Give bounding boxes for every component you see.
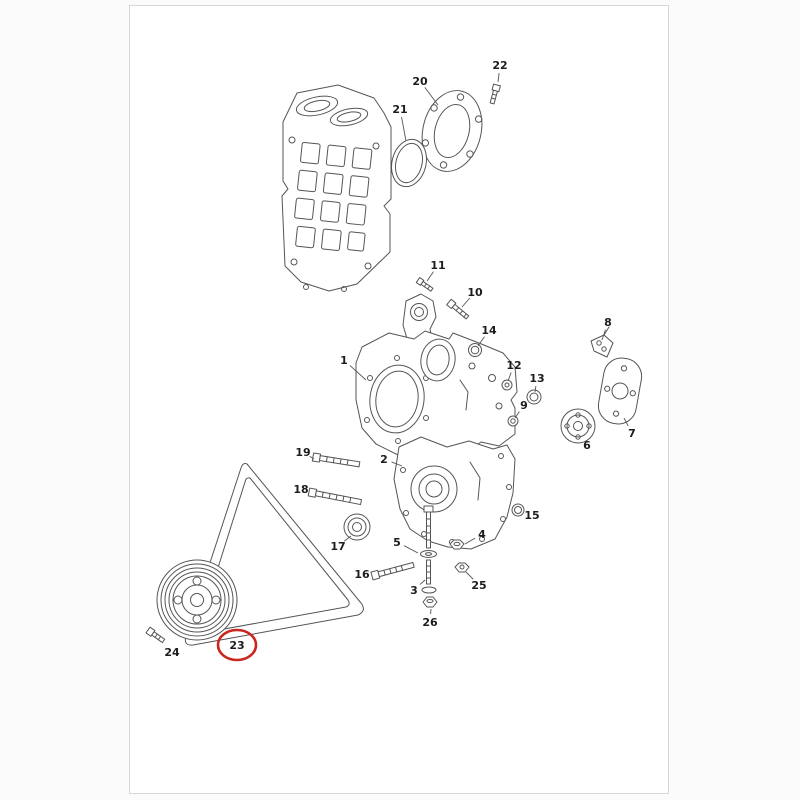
callout-label-12: 12 [506, 359, 521, 372]
callout-leader [419, 579, 426, 585]
callout-label-7: 7 [628, 427, 636, 440]
callout-label-23: 23 [229, 639, 244, 652]
highlight-circle [216, 628, 258, 662]
bolt-22-art [489, 83, 501, 105]
callout-label-8: 8 [604, 316, 612, 329]
callout-label-24: 24 [164, 646, 180, 659]
bracket-8-art [590, 326, 614, 358]
seal-ring-21-art [391, 138, 427, 188]
callout-label-25: 25 [471, 579, 486, 592]
callout-leader [403, 545, 419, 554]
crank-pulley-art [156, 559, 238, 641]
callout-leader [623, 417, 629, 427]
callout-leader [497, 72, 500, 83]
callout-leader [514, 411, 520, 419]
callout-leader [426, 271, 434, 282]
callout-label-6: 6 [583, 439, 591, 452]
callout-label-26: 26 [422, 616, 438, 629]
callout-leader [477, 336, 485, 347]
hub-6-art [560, 408, 596, 444]
callout-leader [424, 87, 439, 106]
callout-label-2: 2 [380, 453, 388, 466]
o-ring-15-art [511, 503, 525, 517]
o-ring-14-art [468, 343, 482, 357]
callout-label-22: 22 [492, 59, 507, 72]
callout-label-16: 16 [354, 568, 370, 581]
callout-label-10: 10 [467, 286, 483, 299]
callout-label-17: 17 [330, 540, 345, 553]
callout-leader [401, 116, 407, 142]
timing-gear-case-art [355, 330, 518, 463]
bolt-24-art [145, 626, 166, 644]
callout-leader [391, 461, 403, 467]
bearing-retainer-flange-art [421, 90, 483, 172]
callout-label-3: 3 [410, 584, 418, 597]
cover-plate-7-art [597, 357, 643, 425]
callout-leader [344, 535, 352, 542]
nut-4-art [449, 539, 465, 550]
bolt-11-art [415, 277, 434, 292]
callout-leader [465, 571, 474, 580]
seal-17-art [343, 513, 371, 541]
callout-label-19: 19 [295, 446, 310, 459]
callout-label-13: 13 [529, 372, 544, 385]
callout-label-5: 5 [393, 536, 401, 549]
callout-leader [309, 455, 315, 460]
callout-label-1: 1 [340, 354, 348, 367]
callout-label-11: 11 [430, 259, 445, 272]
ring-13-art [526, 389, 542, 405]
callout-leader [534, 385, 537, 393]
stud-chain-art [420, 505, 438, 608]
callout-label-20: 20 [412, 75, 428, 88]
bolt-18-art [307, 487, 363, 506]
callout-leader [601, 329, 606, 341]
callout-leader [464, 537, 476, 545]
callout-label-21: 21 [392, 103, 407, 116]
bolt-16-art [370, 561, 415, 581]
callouts-layer: 1234567891011121314151617181920212223242… [164, 59, 636, 662]
engine-block-art [281, 84, 392, 292]
plug-12-art [501, 379, 513, 391]
callout-label-9: 9 [520, 399, 528, 412]
bolt-19-art [311, 452, 361, 468]
bolt-10-art [446, 298, 470, 320]
front-cover-art [393, 436, 516, 550]
callout-leader [461, 297, 471, 308]
callout-leader [349, 365, 367, 381]
callout-label-15: 15 [524, 509, 539, 522]
callout-label-4: 4 [478, 528, 486, 541]
callout-label-18: 18 [293, 483, 308, 496]
nut-25-art [454, 562, 470, 573]
callout-label-14: 14 [481, 324, 497, 337]
callout-leader [507, 372, 512, 382]
washer-9-art [507, 415, 519, 427]
